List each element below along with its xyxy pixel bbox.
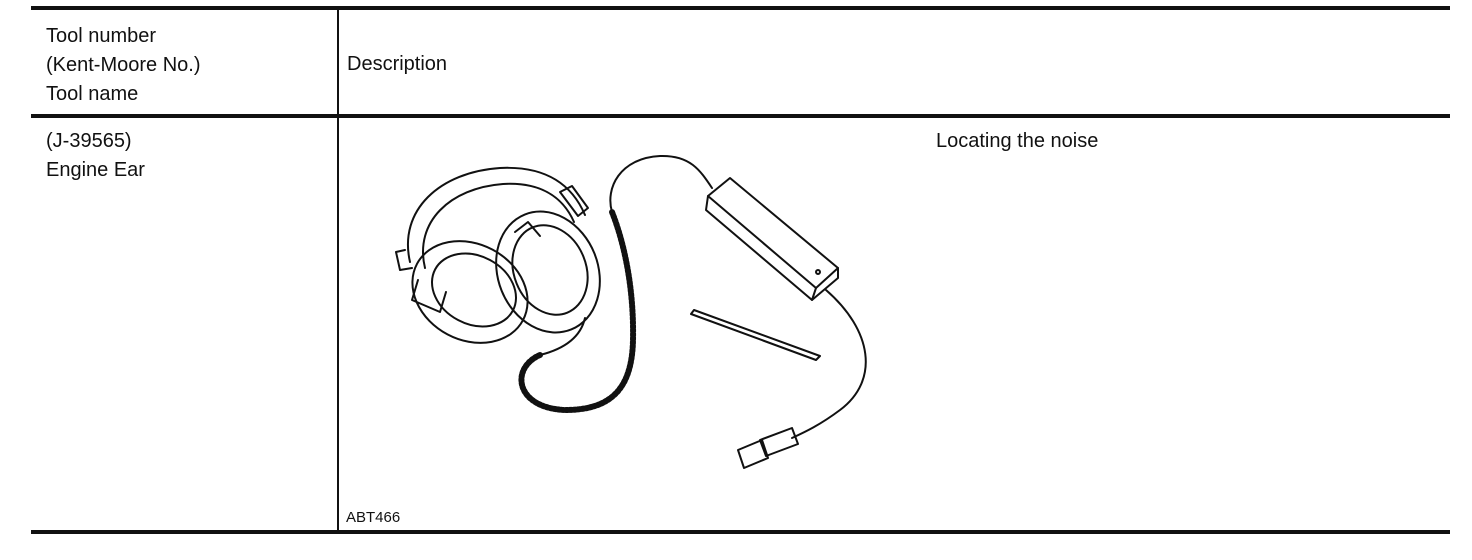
engine-ear-illustration (395, 154, 867, 469)
figure-code: ABT466 (346, 509, 401, 526)
table-top-rule (31, 6, 1450, 10)
header-tool-name: Tool name (46, 83, 139, 105)
description-cell: Locating the noise (936, 130, 1099, 152)
table-bottom-rule (31, 530, 1450, 534)
tool-number-cell: (J-39565) (46, 130, 132, 152)
header-tool-number: Tool number (46, 25, 157, 47)
ear-cup-right-icon (495, 210, 601, 334)
header-tool-column: Tool number (Kent-Moore No.) Tool name (46, 22, 201, 109)
probe-rod-icon (690, 309, 821, 361)
header-description: Description (347, 53, 448, 75)
headphone-cable-icon (539, 317, 586, 356)
column-divider (337, 10, 339, 532)
tool-name-cell: Engine Ear (46, 159, 145, 181)
header-kent-moore-no: (Kent-Moore No.) (46, 54, 201, 76)
probe-cable-icon (791, 289, 867, 439)
headband-icon (395, 166, 589, 271)
ear-cup-left-icon (411, 240, 529, 344)
header-divider-rule (31, 114, 1450, 118)
module-cable-icon (609, 154, 713, 213)
coiled-cord-icon (518, 209, 637, 413)
probe-tip-icon (737, 427, 799, 469)
amplifier-module-icon (705, 177, 839, 301)
